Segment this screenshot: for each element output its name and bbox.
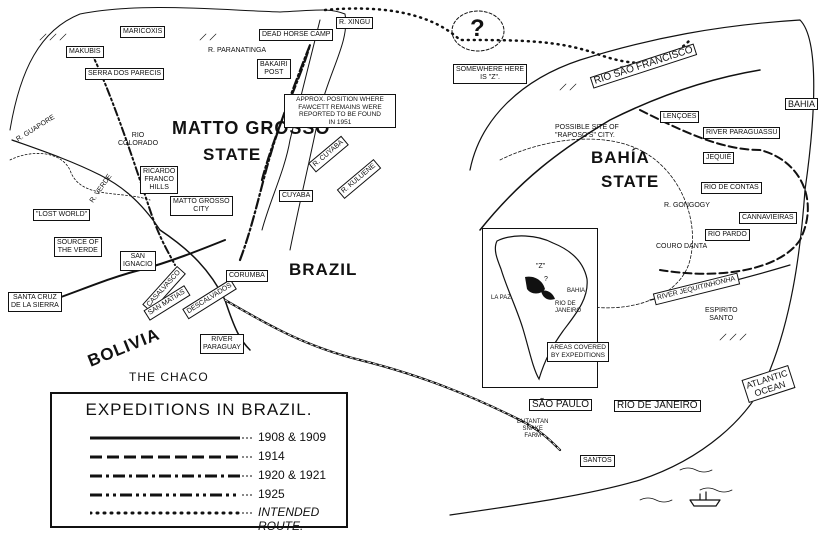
inset-south-america-map: "Z" ? BAHIA RIO DE JANEIRO LA PAZ AREAS …: [482, 228, 609, 388]
place-bakairi-post: BAKAIRI POST: [257, 59, 291, 79]
legend-row-intended-route: INTENDED ROUTE.: [90, 505, 340, 533]
terrain-hatching: [39, 33, 747, 341]
place-jequie: JEQUIÉ: [703, 152, 735, 164]
country-label-brazil: BRAZIL: [289, 260, 358, 279]
place-lost-world: "LOST WORLD": [33, 209, 91, 221]
inset-areas-covered: AREAS COVERED BY EXPEDITIONS: [547, 342, 609, 362]
inset-label-la-paz: LA PAZ: [491, 295, 511, 301]
legend-row-1925: 1925: [90, 487, 340, 503]
place-sao-paulo: SÃO PAULO: [529, 399, 593, 411]
place-rio-colorado: RIO COLORADO: [118, 132, 159, 147]
place-r-xingu: R. XINGU: [336, 17, 374, 29]
legend-label-1920-1921: 1920 & 1921: [258, 468, 327, 482]
inset-label-bahia: BAHIA: [567, 288, 586, 294]
legend: EXPEDITIONS IN BRAZIL. 1908 & 1909 1914 …: [50, 392, 348, 533]
region-label-state-bahia: STATE: [601, 172, 660, 191]
route-intended: [323, 7, 692, 64]
legend-label-1908-1909: 1908 & 1909: [258, 430, 327, 444]
question-mark-z: ?: [470, 15, 486, 42]
west-hills-edge: [9, 153, 151, 201]
place-source-of-the-verde: SOURCE OF THE VERDE: [54, 237, 102, 257]
place-santa-cruz: SANTA CRUZ DE LA SIERRA: [8, 292, 62, 312]
river-guapore: [11, 139, 161, 231]
note-fawcett-remains: APPROX. POSITION WHERE FAWCETT REMAINS W…: [284, 94, 396, 128]
place-rio-pardo: RIO PARDO: [705, 229, 750, 241]
inset-label-rio-de-janeiro: RIO DE JANEIRO: [555, 301, 582, 314]
note-somewhere-here-is-z: SOMEWHERE HERE IS "Z".: [453, 64, 528, 84]
legend-row-1908-1909: 1908 & 1909: [90, 430, 340, 446]
place-dead-horse-camp: DEAD HORSE CAMP: [259, 29, 334, 41]
ship-icon: [689, 491, 721, 507]
place-maricoxis: MARICOXIS: [120, 26, 166, 38]
place-lencoes: LENÇOES: [660, 111, 700, 123]
place-serra-dos-parecis: SERRA DOS PARECIS: [85, 68, 165, 80]
legend-row-1914: 1914: [90, 449, 340, 465]
legend-swatch-dash-dot-dot: [90, 493, 252, 497]
z-circle: [451, 10, 505, 52]
route-1925: [89, 49, 176, 266]
east-coast-outline: [449, 19, 815, 516]
note-possible-raposo-city: POSSIBLE SITE OF "RAPOSO'S" CITY.: [555, 124, 619, 139]
river-sao-francisco: [479, 69, 761, 231]
legend-swatch-dash-dot: [90, 474, 252, 478]
place-bahia-city: BAHIA: [785, 98, 819, 110]
place-santos: SANTOS: [580, 455, 615, 467]
place-cuyaba: CUYABA: [279, 190, 314, 202]
legend-title: EXPEDITIONS IN BRAZIL.: [85, 400, 313, 419]
place-san-ignacio: SAN IGNACIO: [120, 251, 156, 271]
inset-label-z: "Z": [536, 263, 546, 270]
place-makubis: MAKUBIS: [66, 46, 104, 58]
place-river-paraguassu: RIVER PARAGUASSU: [703, 127, 781, 139]
place-butantan-snake-farm: BUTANTAN SNAKE FARM: [517, 419, 549, 439]
legend-label-1925: 1925: [258, 487, 285, 501]
place-ricardo-franco-hills: RICARDO FRANCO HILLS: [140, 166, 179, 194]
place-cannavieiras: CANNAVIEIRAS: [739, 212, 797, 224]
legend-label-1914: 1914: [258, 449, 285, 463]
river-xingu: [261, 19, 321, 231]
region-label-chaco: THE CHACO: [129, 370, 209, 384]
place-r-paranatinga: R. PARANATINGA: [208, 47, 267, 54]
ocean-waves: [639, 467, 733, 503]
legend-swatch-dashed: [90, 455, 252, 459]
legend-label-intended-route: INTENDED ROUTE.: [258, 505, 320, 533]
legend-row-1920-1921: 1920 & 1921: [90, 468, 340, 484]
legend-swatch-solid: [90, 436, 252, 440]
place-rio-de-janeiro: RIO DE JANEIRO: [614, 400, 701, 412]
place-r-gongogy: R. GONGOGY: [664, 202, 710, 209]
plateau-ridge: [499, 138, 693, 309]
place-rio-de-contas: RIO DE CONTAS: [701, 182, 762, 194]
route-1914: [639, 109, 809, 275]
region-label-bahia: BAHÍA: [591, 148, 650, 167]
inset-question-mark: ?: [544, 276, 548, 283]
place-river-paraguay: RIVER PARAGUAY: [200, 334, 244, 354]
region-label-state-mg: STATE: [203, 145, 262, 164]
place-espirito-santo: ESPIRITO SANTO: [705, 307, 738, 322]
legend-swatch-dotted: [90, 511, 252, 515]
place-matto-grosso-city: MATTO GROSSO CITY: [170, 196, 233, 216]
place-couro-danta: COURO DANTA: [656, 243, 708, 250]
place-corumba: CORUMBA: [226, 270, 268, 282]
